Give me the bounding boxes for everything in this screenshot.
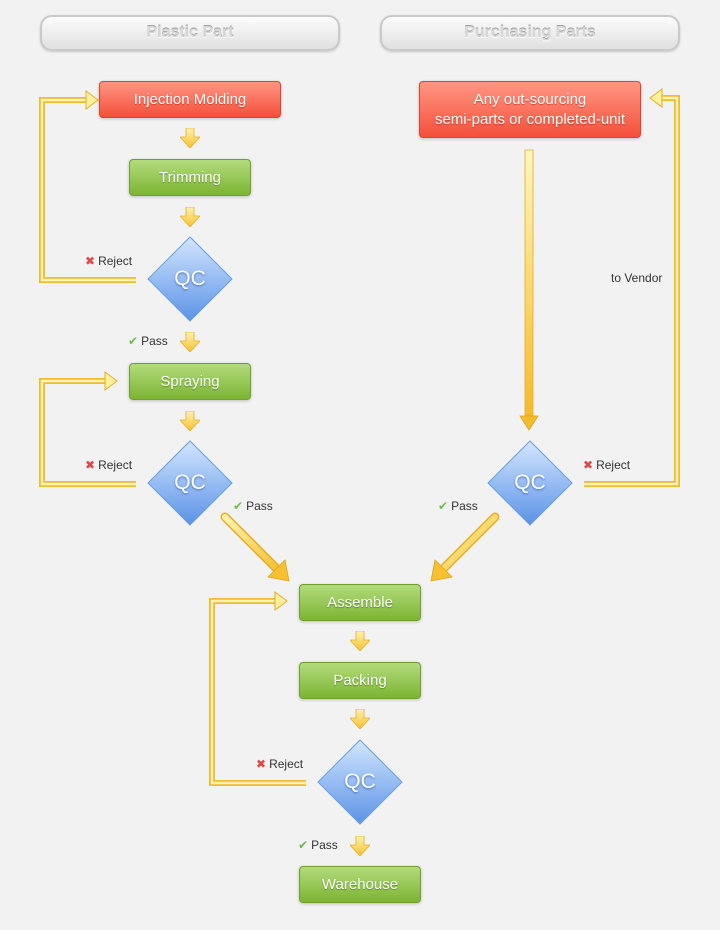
reject-label-3: ✖ Reject [583, 458, 630, 472]
reject-label-1: ✖ Reject [85, 254, 132, 268]
pass-label-4: ✔ Pass [298, 838, 338, 852]
reject-loop-4 [584, 95, 680, 487]
pass-diagonal-right [430, 512, 500, 582]
outsourcing-to-qc-connector [524, 149, 534, 417]
qc-diamond-4 [317, 739, 403, 825]
outsourcing-line-1: Any out-sourcing [473, 90, 587, 108]
reject-loop-1 [39, 97, 136, 283]
cross-mark-icon: ✖ [583, 458, 594, 472]
step-assemble: Assemble [299, 584, 421, 621]
check-mark-icon: ✔ [438, 499, 449, 513]
arrow-down-6 [350, 709, 370, 729]
reject-text-2: Reject [98, 458, 133, 472]
cross-mark-icon: ✖ [85, 458, 96, 472]
cross-mark-icon: ✖ [85, 254, 96, 268]
qc-diamond-1 [147, 236, 233, 322]
arrow-down-3 [180, 332, 200, 352]
to-vendor-text: to Vendor [611, 271, 663, 285]
step-spraying: Spraying [129, 363, 251, 400]
step-warehouse: Warehouse [299, 866, 421, 903]
reject-text-3: Reject [596, 458, 631, 472]
reject-loop-4-arrowhead [649, 88, 663, 108]
cross-mark-icon: ✖ [256, 757, 267, 771]
pass-text-1: Pass [141, 334, 168, 348]
qc-label-1: QC [174, 267, 206, 290]
arrow-down-7 [350, 836, 370, 856]
step-outsourcing: Any out-sourcing semi-parts or completed… [419, 81, 641, 138]
pass-label-3: ✔ Pass [438, 499, 478, 513]
reject-label-2: ✖ Reject [85, 458, 132, 472]
qc-label-4: QC [344, 770, 376, 793]
outsourcing-line-2: semi-parts or completed-unit [434, 110, 626, 128]
qc-label-2: QC [174, 471, 206, 494]
reject-label-4: ✖ Reject [256, 757, 303, 771]
qc-diamond-2 [147, 440, 233, 526]
arrow-down-4 [180, 411, 200, 431]
check-mark-icon: ✔ [298, 838, 309, 852]
outsourcing-to-qc-arrowhead [519, 415, 539, 431]
check-mark-icon: ✔ [128, 334, 139, 348]
reject-loop-3-arrowhead [274, 591, 288, 611]
pass-text-2: Pass [246, 499, 273, 513]
pass-label-1: ✔ Pass [128, 334, 168, 348]
reject-loop-3 [209, 598, 306, 786]
check-mark-icon: ✔ [233, 499, 244, 513]
to-vendor-label: to Vendor [611, 271, 662, 285]
pass-diagonal-left [220, 512, 290, 582]
arrow-down-2 [180, 207, 200, 227]
header-plastic-part: Plastic Part [40, 15, 340, 51]
pass-label-2: ✔ Pass [233, 499, 273, 513]
reject-loop-2-arrowhead [104, 371, 118, 391]
qc-diamond-3 [487, 440, 573, 526]
reject-loop-1-arrowhead [85, 90, 99, 110]
pass-text-3: Pass [451, 499, 478, 513]
arrow-down-5 [350, 631, 370, 651]
qc-label-3: QC [514, 471, 546, 494]
reject-text-4: Reject [269, 757, 304, 771]
step-trimming: Trimming [129, 159, 251, 196]
header-purchasing-parts: Purchasing Parts [380, 15, 680, 51]
step-packing: Packing [299, 662, 421, 699]
pass-text-4: Pass [311, 838, 338, 852]
step-injection-molding: Injection Molding [99, 81, 281, 118]
reject-text-1: Reject [98, 254, 133, 268]
arrow-down-1 [180, 128, 200, 148]
